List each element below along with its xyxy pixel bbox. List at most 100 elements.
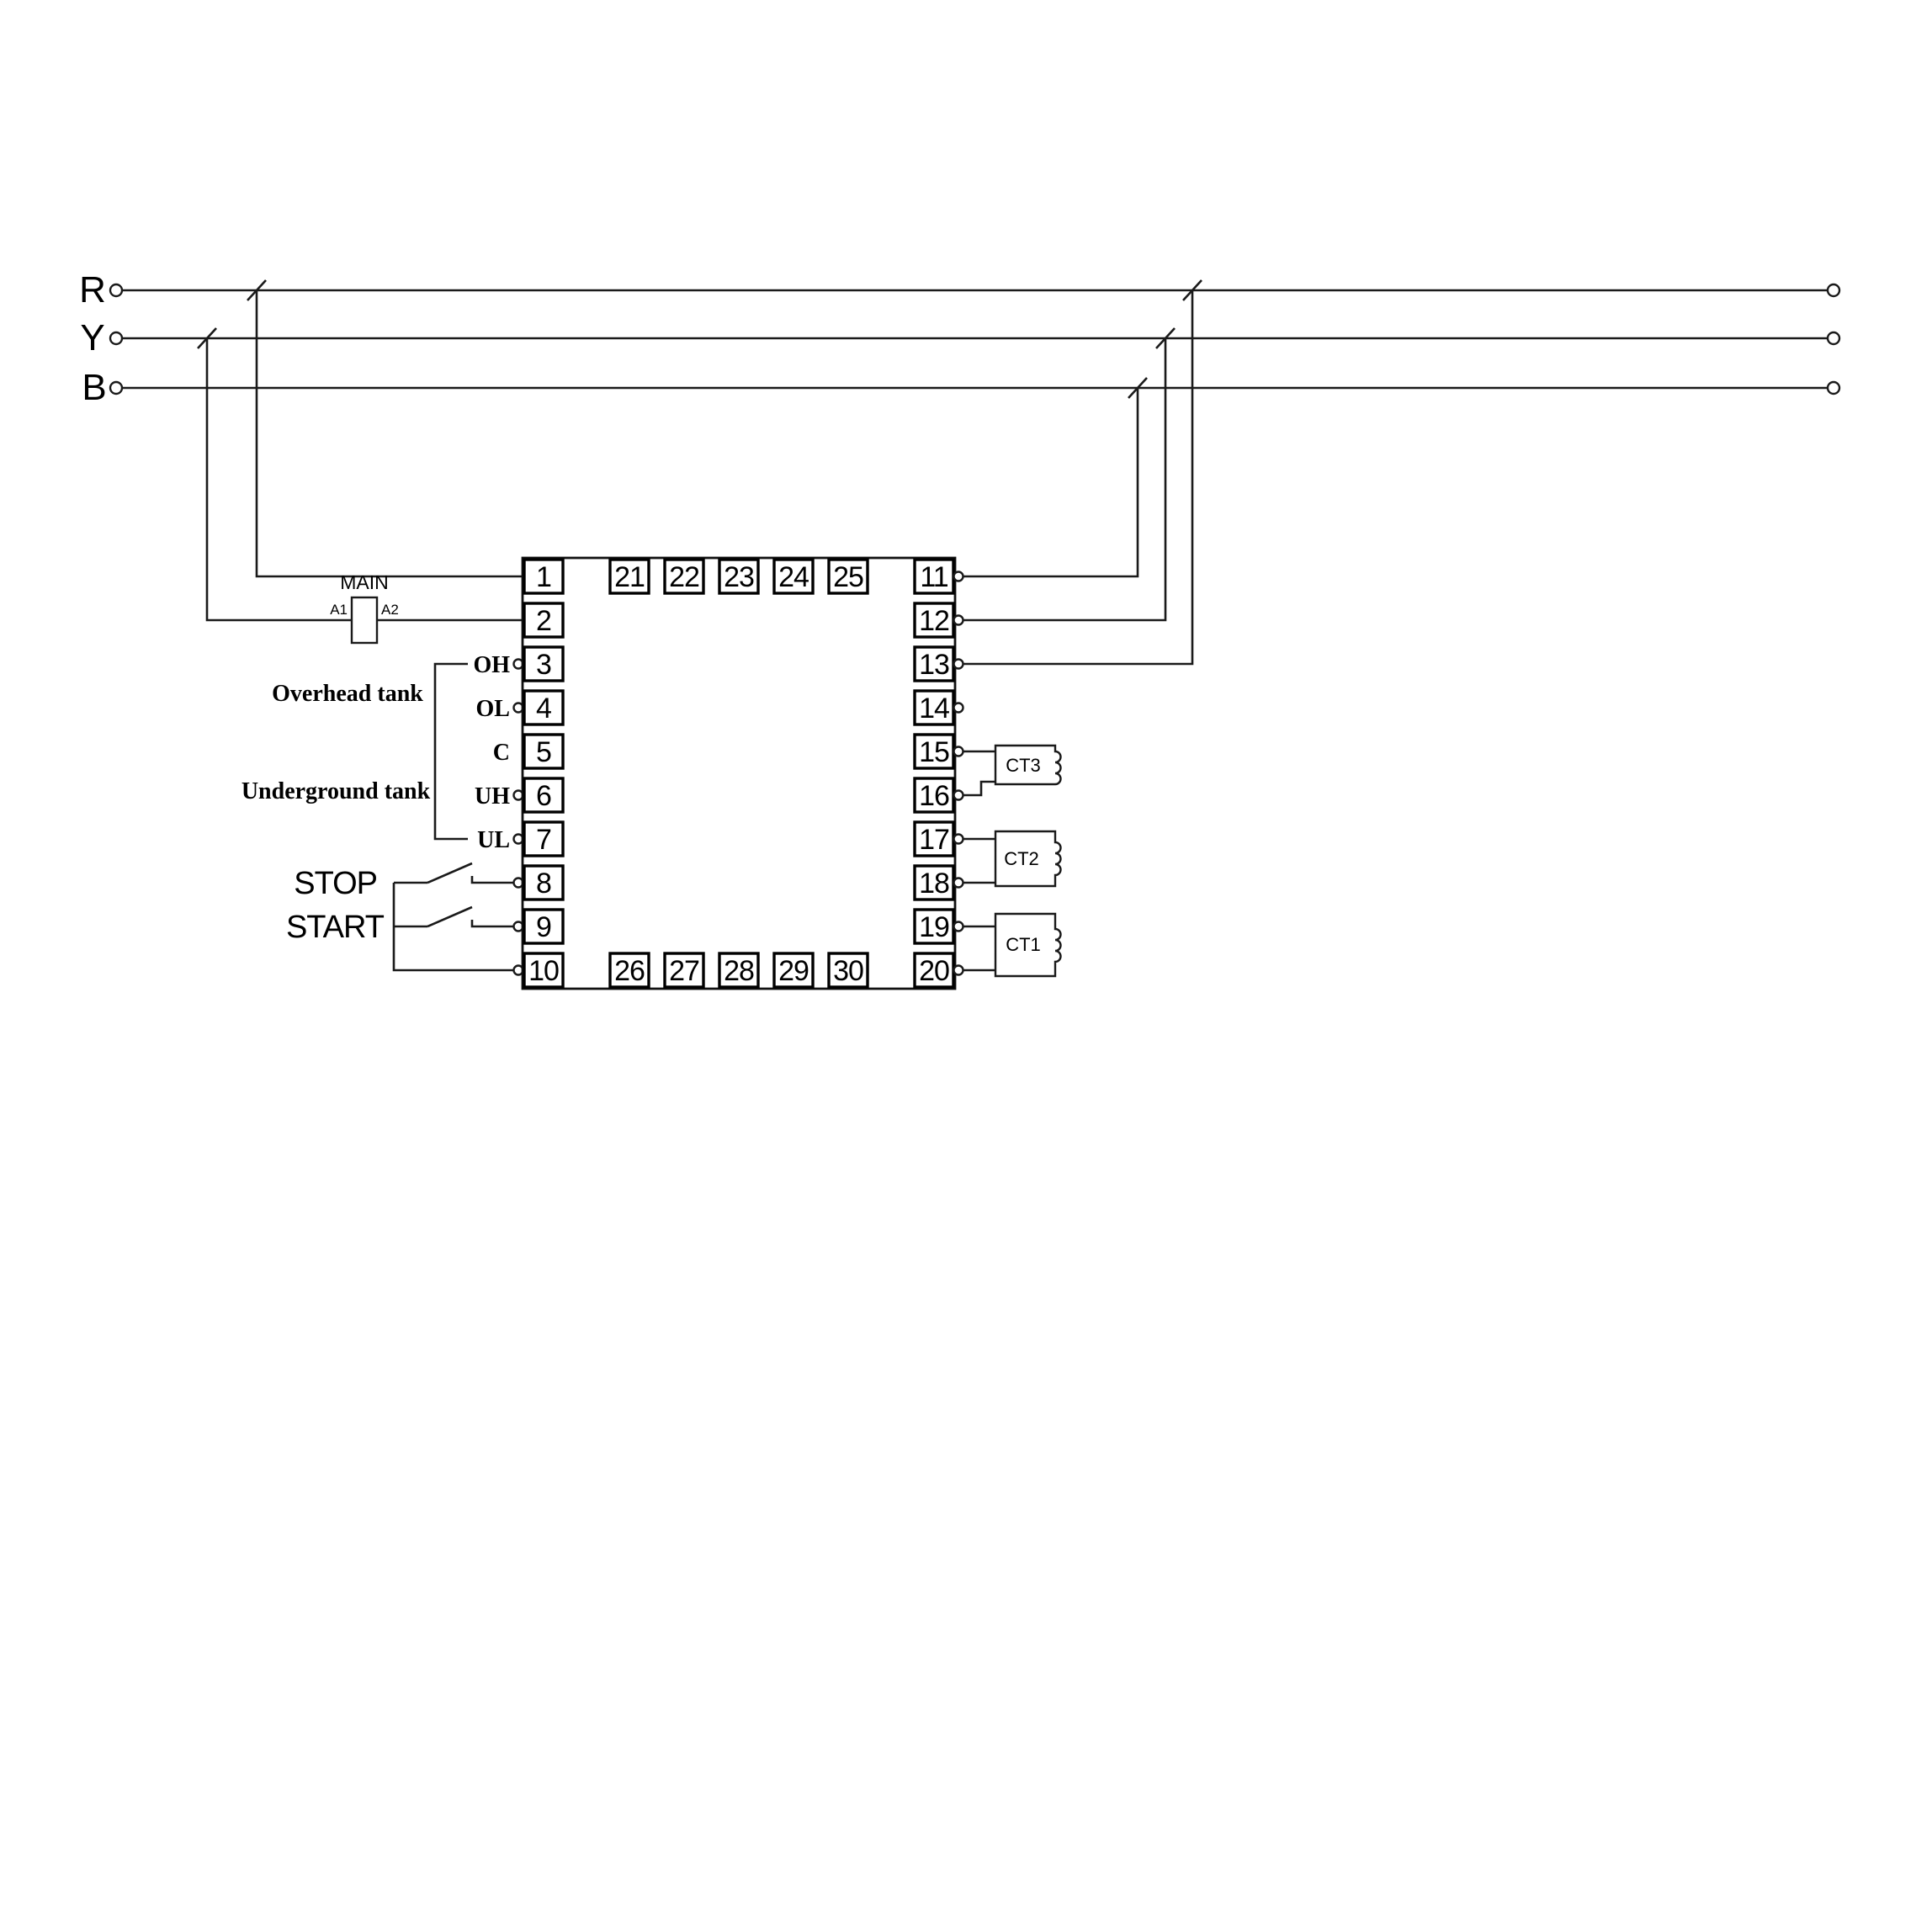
terminal-12: 12: [913, 602, 955, 639]
contactor-label: MAIN: [340, 571, 389, 593]
terminal-18: 18: [913, 864, 955, 901]
terminal-1: 1: [523, 558, 565, 595]
phase-b-network: B: [82, 367, 1841, 578]
terminal-8: 8: [523, 864, 565, 901]
terminal-28: 28: [718, 952, 760, 989]
current-transformers: CT3 CT2 CT1: [963, 744, 1062, 978]
phase-r-left-node-icon: [109, 283, 124, 298]
terminal-15: 15: [913, 733, 955, 770]
terminal-24: 24: [772, 558, 815, 595]
terminal-14-number: 14: [919, 693, 949, 724]
phase-y-right-junction-tick: [1155, 327, 1176, 349]
terminal-13: 13: [913, 645, 955, 682]
terminal-17: 17: [913, 820, 955, 857]
terminal-23-number: 23: [724, 561, 754, 593]
phase-y-drop-to-coil: [205, 338, 352, 622]
terminal-5-number: 5: [536, 736, 551, 768]
controller-unit: 1 2 3 4 5 6 7 8 9 10 11 12 13 14 15 16 1…: [521, 556, 957, 990]
input-label-c: C: [493, 740, 510, 766]
coil-a1-label: A1: [330, 602, 348, 618]
terminal-16-node-icon: [953, 789, 964, 801]
terminal-5: 5: [523, 733, 565, 770]
terminal-26-number: 26: [614, 955, 645, 987]
terminal-22: 22: [663, 558, 705, 595]
input-label-uh: UH: [475, 783, 510, 809]
ct1-label: CT1: [1006, 934, 1041, 955]
phase-r-drop-to-terminal-1: [255, 290, 524, 578]
phase-y-label: Y: [80, 317, 104, 358]
stop-switch-symbol: [394, 862, 513, 884]
terminal-21: 21: [608, 558, 650, 595]
terminal-28-number: 28: [724, 955, 754, 987]
phase-b-right-junction-tick: [1128, 377, 1148, 399]
input-label-ul: UL: [477, 827, 510, 853]
ct1-unit: CT1: [963, 912, 1062, 978]
terminal-1-number: 1: [536, 561, 551, 593]
terminal-16: 16: [913, 777, 955, 814]
terminal-7: 7: [523, 820, 565, 857]
terminal-22-number: 22: [669, 561, 699, 593]
ct2-label: CT2: [1004, 848, 1039, 869]
terminal-18-number: 18: [919, 868, 949, 900]
input-label-ol: OL: [476, 696, 510, 722]
terminal-3: 3: [523, 645, 565, 682]
terminal-10-number: 10: [528, 955, 559, 987]
terminal-15-node-icon: [953, 746, 964, 757]
terminal-13-number: 13: [919, 649, 949, 681]
phase-r-network: R: [79, 269, 1841, 666]
terminal-4-number: 4: [536, 693, 551, 724]
terminal-14-node-icon: [953, 702, 964, 714]
terminal-4: 4: [523, 689, 565, 726]
terminal-20-node-icon: [953, 964, 964, 976]
tank-sensor-inputs: OH OL C UH UL Overhead tank Underground …: [242, 652, 524, 853]
right-terminal-nodes: [953, 571, 964, 976]
terminal-2-number: 2: [536, 605, 551, 637]
ct2-unit: CT2: [963, 830, 1062, 888]
terminal-12-node-icon: [953, 614, 964, 626]
sensor-common-bracket: [433, 662, 468, 841]
phase-r-right-junction-tick: [1182, 279, 1202, 301]
terminal-16-number: 16: [919, 780, 949, 812]
terminal-20-number: 20: [919, 955, 949, 987]
terminal-27-number: 27: [669, 955, 699, 987]
terminal-19-number: 19: [919, 911, 949, 943]
terminal-6-number: 6: [536, 780, 551, 812]
terminal-16-to-ct3-wire: [963, 780, 995, 797]
terminal-20: 20: [913, 952, 955, 989]
ct3-body: [994, 744, 1062, 786]
phase-b-label: B: [82, 367, 106, 408]
phase-y-drop-to-terminal-12: [963, 338, 1167, 622]
ct3-unit: CT3: [963, 744, 1062, 797]
terminal-2: 2: [523, 602, 565, 639]
terminal-7-number: 7: [536, 824, 551, 856]
terminal-6: 6: [523, 777, 565, 814]
terminal-29-number: 29: [778, 955, 809, 987]
terminal-30-number: 30: [833, 955, 863, 987]
ct1-body: [994, 912, 1062, 978]
terminal-18-node-icon: [953, 877, 964, 889]
underground-tank-label: Underground tank: [242, 778, 431, 804]
controller-outline: [521, 556, 957, 990]
input-label-oh: OH: [473, 652, 510, 678]
phase-y-right-node-icon: [1826, 331, 1841, 346]
phase-y-left-node-icon: [109, 331, 124, 346]
terminal-10: 10: [523, 952, 565, 989]
terminal-25: 25: [827, 558, 869, 595]
terminal-15-number: 15: [919, 736, 949, 768]
phase-y-network: Y: [80, 317, 1841, 622]
terminal-24-number: 24: [778, 561, 809, 593]
phase-b-drop-to-terminal-11: [963, 388, 1139, 578]
start-button-label: START: [286, 910, 385, 945]
ct2-body: [994, 830, 1062, 888]
terminal-19: 19: [913, 908, 955, 945]
terminal-23: 23: [718, 558, 760, 595]
terminal-9: 9: [523, 908, 565, 945]
contactor-coil: [350, 596, 379, 645]
terminal-30: 30: [827, 952, 869, 989]
phase-y-left-junction-tick: [197, 327, 217, 349]
phase-r-right-node-icon: [1826, 283, 1841, 298]
terminal-13-node-icon: [953, 658, 964, 670]
main-contactor: MAIN A1 A2: [330, 571, 399, 645]
terminal-9-number: 9: [536, 911, 551, 943]
